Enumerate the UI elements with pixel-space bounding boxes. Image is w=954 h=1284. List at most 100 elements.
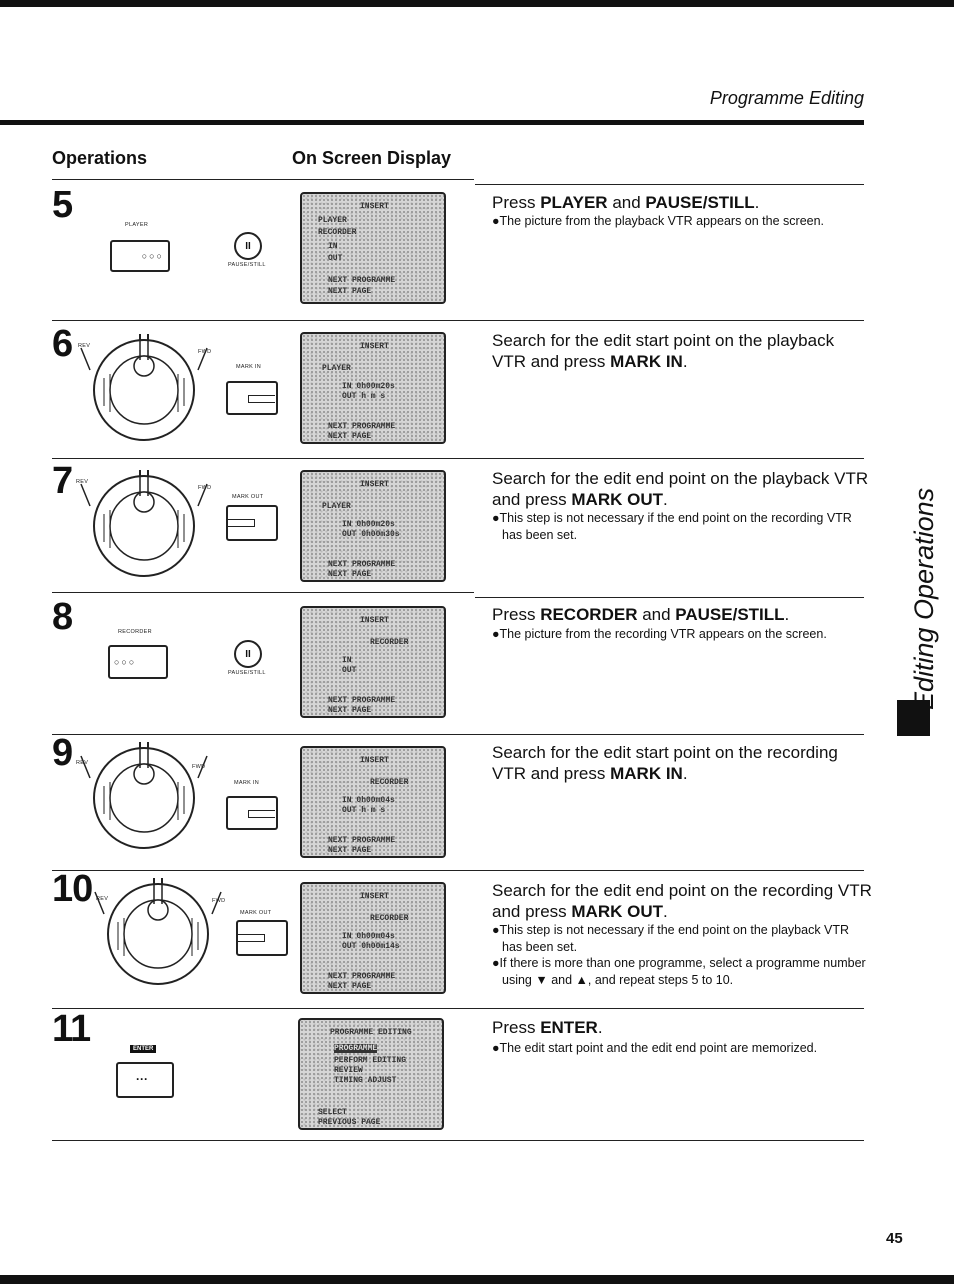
osd-line: IN bbox=[342, 656, 352, 665]
player-label: PLAYER bbox=[125, 222, 149, 228]
step-number: 5 bbox=[52, 184, 73, 226]
step-number: 6 bbox=[52, 323, 73, 365]
enter-label: ENTER bbox=[130, 1045, 157, 1053]
osd-line: REVIEW bbox=[334, 1066, 363, 1075]
osd-line: RECORDER bbox=[370, 914, 409, 923]
osd-line: NEXT PAGE bbox=[328, 982, 372, 991]
osd-line: NEXT PAGE bbox=[328, 846, 372, 855]
recorder-label: RECORDER bbox=[118, 629, 152, 635]
step-instruction: Search for the edit end point on the pla… bbox=[492, 469, 869, 509]
on-screen-display: PROGRAMME EDITING PROGRAMME PERFORM EDIT… bbox=[298, 1018, 444, 1130]
fwd-label: FWD bbox=[198, 485, 212, 491]
osd-line: PROGRAMME EDITING bbox=[330, 1028, 412, 1037]
mark-out-label: MARK OUT bbox=[232, 494, 264, 500]
step-note: ●The picture from the playback VTR appea… bbox=[492, 214, 825, 228]
on-screen-display: INSERT RECORDER IN 0h00m04s OUT h m s NE… bbox=[300, 746, 446, 858]
osd-line: NEXT PAGE bbox=[328, 287, 372, 296]
rev-label: REV bbox=[96, 896, 109, 902]
osd-line: RECORDER bbox=[370, 778, 409, 787]
osd-line: INSERT bbox=[360, 892, 389, 901]
fwd-label: FWD bbox=[198, 349, 212, 355]
mark-out-icon bbox=[228, 519, 255, 527]
osd-line: IN 0h00m20s bbox=[342, 520, 395, 529]
side-tab-label: Editing Operations bbox=[909, 487, 939, 710]
step-note: ●The picture from the recording VTR appe… bbox=[492, 627, 827, 641]
on-screen-display-heading: On Screen Display bbox=[292, 148, 452, 168]
mark-out-button[interactable] bbox=[236, 920, 288, 956]
pause-icon: II bbox=[245, 240, 251, 252]
enter-button[interactable]: ··· bbox=[116, 1062, 174, 1098]
osd-line: NEXT PROGRAMME bbox=[328, 972, 396, 981]
divider bbox=[52, 734, 864, 735]
divider bbox=[52, 592, 474, 593]
recorder-button[interactable]: ○○○ bbox=[108, 645, 168, 679]
mark-in-button[interactable] bbox=[226, 796, 278, 830]
page-number: 45 bbox=[886, 1230, 903, 1247]
osd-line: INSERT bbox=[360, 480, 389, 489]
osd-line: OUT bbox=[342, 666, 357, 675]
mark-in-icon bbox=[248, 395, 275, 403]
osd-line: IN 0h00m04s bbox=[342, 796, 395, 805]
mark-in-button[interactable] bbox=[226, 381, 278, 415]
on-screen-display: INSERT PLAYER IN 0h00m20s OUT h m s NEXT… bbox=[300, 332, 446, 444]
osd-line: OUT 0h00m30s bbox=[342, 530, 400, 539]
osd-line: NEXT PAGE bbox=[328, 570, 372, 579]
step-instruction: Search for the edit end point on the rec… bbox=[492, 881, 872, 921]
osd-line: IN 0h00m20s bbox=[342, 382, 395, 391]
rev-label: REV bbox=[78, 343, 91, 349]
mark-in-label: MARK IN bbox=[234, 780, 260, 786]
osd-line: PROGRAMME bbox=[334, 1044, 378, 1053]
pause-icon: II bbox=[245, 648, 251, 660]
step-note: ●This step is not necessary if the end p… bbox=[492, 923, 866, 987]
rev-label: REV bbox=[76, 760, 89, 766]
step-instruction: Press PLAYER and PAUSE/STILL. bbox=[492, 193, 760, 212]
osd-line: OUT h m s bbox=[342, 806, 386, 815]
osd-line: OUT 0h00m14s bbox=[342, 942, 400, 951]
fwd-label: FWD bbox=[192, 764, 206, 770]
osd-line: RECORDER bbox=[370, 638, 409, 647]
step-instruction: Press RECORDER and PAUSE/STILL. bbox=[492, 605, 790, 624]
step-instruction: Search for the edit start point on the r… bbox=[492, 743, 838, 783]
mark-out-label: MARK OUT bbox=[240, 910, 272, 916]
pause-still-button[interactable]: II bbox=[234, 232, 262, 260]
step-number: 11 bbox=[52, 1008, 91, 1050]
osd-line: PLAYER bbox=[322, 364, 351, 373]
osd-line: NEXT PROGRAMME bbox=[328, 836, 396, 845]
search-dial-icon[interactable] bbox=[78, 330, 210, 444]
pause-still-label: PAUSE/STILL bbox=[228, 262, 266, 268]
mark-out-button[interactable] bbox=[226, 505, 278, 541]
step-note: ●The edit start point and the edit end p… bbox=[492, 1041, 818, 1055]
osd-line: SELECT bbox=[318, 1108, 347, 1117]
divider bbox=[475, 597, 864, 598]
side-tab: Editing Operations bbox=[878, 470, 939, 710]
rev-label: REV bbox=[76, 479, 89, 485]
mark-in-icon bbox=[248, 810, 275, 818]
section-title: Programme Editing bbox=[709, 88, 864, 108]
step-number: 10 bbox=[52, 868, 93, 910]
osd-line: OUT h m s bbox=[342, 392, 386, 401]
osd-line: PREVIOUS PAGE bbox=[318, 1118, 381, 1127]
bottom-border bbox=[0, 1275, 954, 1284]
osd-line: RECORDER bbox=[318, 228, 357, 237]
osd-line: PERFORM EDITING bbox=[334, 1056, 407, 1065]
button-dots-icon: ○○○ bbox=[141, 251, 164, 261]
player-button[interactable]: ○○○ bbox=[110, 240, 170, 272]
search-dial-icon[interactable] bbox=[78, 466, 210, 580]
divider bbox=[52, 320, 864, 321]
step-number: 8 bbox=[52, 596, 73, 638]
osd-line: INSERT bbox=[360, 616, 389, 625]
pause-still-button[interactable]: II bbox=[234, 640, 262, 668]
fwd-label: FWD bbox=[212, 898, 226, 904]
osd-line: INSERT bbox=[360, 756, 389, 765]
mark-out-icon bbox=[238, 934, 265, 942]
search-dial-icon[interactable] bbox=[92, 874, 224, 988]
divider bbox=[52, 1140, 864, 1141]
pause-still-label: PAUSE/STILL bbox=[228, 670, 266, 676]
osd-line: NEXT PROGRAMME bbox=[328, 696, 396, 705]
osd-line: PLAYER bbox=[322, 502, 351, 511]
osd-line: NEXT PAGE bbox=[328, 706, 372, 715]
search-dial-icon[interactable] bbox=[78, 738, 210, 852]
osd-line: INSERT bbox=[360, 202, 389, 211]
osd-line: IN 0h00m04s bbox=[342, 932, 395, 941]
on-screen-display: INSERT RECORDER IN OUT NEXT PROGRAMME NE… bbox=[300, 606, 446, 718]
